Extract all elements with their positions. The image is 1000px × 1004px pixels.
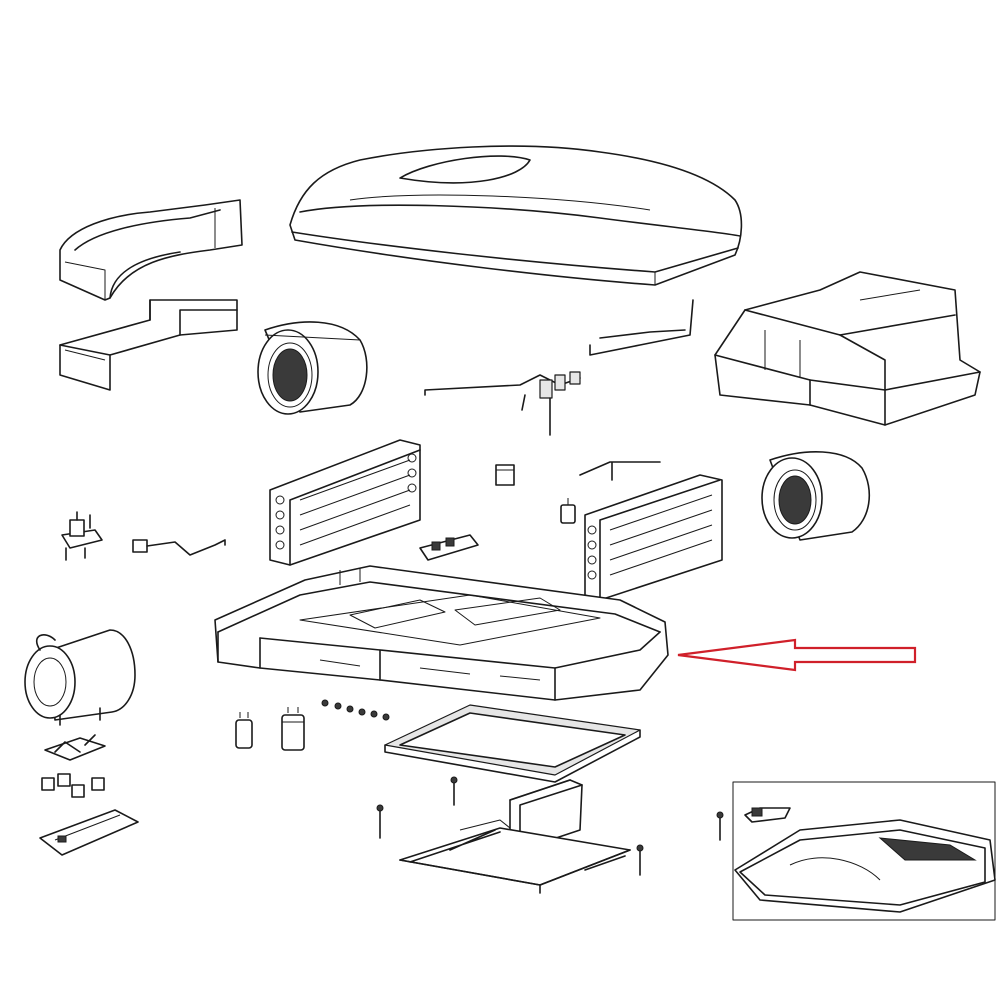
mounting-bracket xyxy=(44,734,106,761)
switch-assembly xyxy=(61,511,103,561)
top-cover-shroud xyxy=(289,145,743,286)
relay-small xyxy=(495,464,515,486)
ceiling-grille-inset xyxy=(732,781,996,921)
support-tray xyxy=(399,819,631,894)
mount-screws xyxy=(321,699,390,721)
bolts xyxy=(376,776,724,876)
evaporator-coil xyxy=(269,439,421,566)
condenser-blower xyxy=(257,321,368,415)
front-cover-shroud xyxy=(714,271,981,426)
capacitor-wire xyxy=(132,539,226,556)
rear-fan-duct xyxy=(59,199,243,301)
highlight-arrow xyxy=(677,638,917,672)
capacitor-large xyxy=(281,707,305,751)
duct-frame xyxy=(59,299,238,391)
mount-plate xyxy=(39,809,139,856)
control-board xyxy=(419,534,479,561)
ceiling-gasket-frame xyxy=(384,704,641,783)
base-pan xyxy=(214,565,669,701)
capacitor-small xyxy=(235,712,253,749)
wiring-harness xyxy=(424,299,694,436)
compressor xyxy=(24,629,136,726)
thermostat-sensor xyxy=(560,498,576,524)
evaporator-blower xyxy=(761,451,870,541)
clips xyxy=(41,773,105,798)
